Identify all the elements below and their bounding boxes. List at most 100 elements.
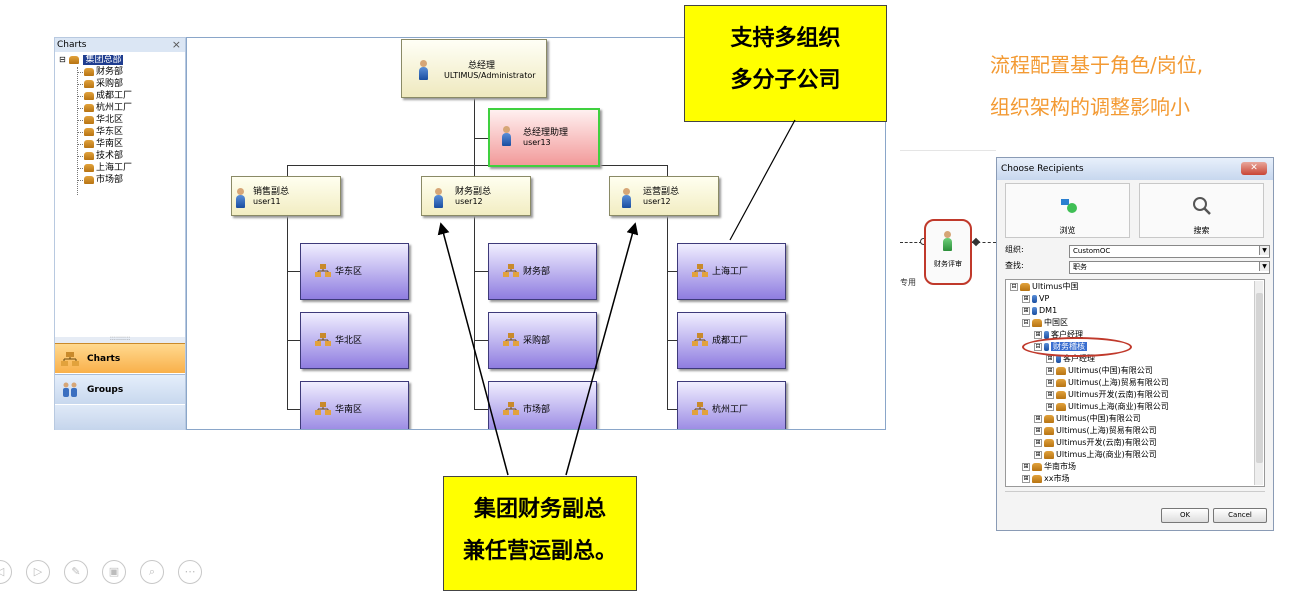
recipient-tree-item[interactable]: ⊟Ultimus中国 [1010,282,1078,292]
chevron-down-icon[interactable]: ▼ [1259,262,1269,271]
node-department[interactable]: 上海工厂 [677,243,786,300]
recipient-tree-label: Ultimus(中国)有限公司 [1068,366,1153,375]
tree-item[interactable]: 华北区 [84,115,123,125]
pen-icon[interactable]: ✎ [64,560,88,584]
node-department[interactable]: 成都工厂 [677,312,786,369]
node-vp-sales[interactable]: 销售副总 user11 [231,176,341,216]
nav-charts-button[interactable]: Charts [55,343,185,373]
org-icon [692,333,708,346]
expand-icon[interactable]: ⊞ [1046,390,1054,399]
org-icon [84,163,94,172]
search-button[interactable]: 搜索 [1139,183,1264,238]
expand-icon[interactable]: ⊞ [1034,426,1042,435]
tree-item[interactable]: 技术部 [84,151,123,161]
node-title: 华北区 [335,336,363,346]
org-icon [1056,366,1066,375]
recipient-tree-item[interactable]: ⊟中国区 [1022,318,1068,328]
node-department[interactable]: 杭州工厂 [677,381,786,429]
nav-groups-button[interactable]: Groups [55,374,185,404]
tree-item[interactable]: 财务部 [84,67,123,77]
recipient-tree-label: Ultimus开发(云南)有限公司 [1056,438,1157,447]
tree-item[interactable]: 采购部 [84,79,123,89]
expand-icon[interactable]: ⊞ [1022,306,1030,315]
tree-root[interactable]: ⊟ 集团总部 [59,55,124,65]
expand-icon[interactable]: ⊞ [1034,414,1042,423]
recipient-tree-item[interactable]: ⊞ Ultimus(中国)有限公司 [1046,366,1153,376]
org-select-value: CustomOC [1073,247,1111,255]
node-department[interactable]: 市场部 [488,381,597,429]
expand-icon[interactable]: ⊞ [1034,438,1042,447]
org-select[interactable]: CustomOC ▼ [1069,245,1270,258]
recipient-tree-label: Ultimus(中国)有限公司 [1056,414,1141,423]
org-icon [503,264,519,277]
recipient-tree-item[interactable]: ⊞ Ultimus开发(云南)有限公司 [1034,438,1157,448]
users-icon [63,382,77,397]
node-department[interactable]: 华东区 [300,243,409,300]
expand-icon[interactable]: ⊞ [1046,402,1054,411]
ok-button[interactable]: OK [1161,508,1209,523]
node-department[interactable]: 采购部 [488,312,597,369]
expand-icon[interactable]: ⊞ [1022,462,1030,471]
expand-icon[interactable]: ⊞ [1046,366,1054,375]
recipient-tree-item[interactable]: ⊞Ultimus(上海)贸易有限公司 [1034,426,1157,436]
recipient-tree-item[interactable]: ⊞华南市场 [1022,462,1076,472]
scrollbar[interactable] [1254,281,1263,485]
cancel-button[interactable]: Cancel [1213,508,1267,523]
recipient-tree-label: 客户经理 [1051,330,1083,339]
node-assistant[interactable]: 总经理助理 user13 [488,108,600,167]
close-icon[interactable]: ✕ [1241,162,1267,175]
zoom-icon[interactable]: ⌕ [140,560,164,584]
node-department[interactable]: 华南区 [300,381,409,429]
tree-item[interactable]: 市场部 [84,175,123,185]
recipient-tree-item[interactable]: ⊞Ultimus上海(商业)有限公司 [1046,402,1169,412]
org-icon [1044,426,1054,435]
collapse-icon[interactable]: ⊟ [59,55,66,64]
expand-icon[interactable]: ⊞ [1046,378,1054,387]
recipient-tree-item[interactable]: ⊞xx市场 [1022,474,1069,484]
expand-icon[interactable]: ⊞ [1034,450,1042,459]
node-title: 运营副总 [643,187,680,197]
node-ceo[interactable]: 总经理 ULTIMUS/Administrator [401,39,547,98]
workflow-step-finance-review[interactable]: 财务评审 [924,219,972,285]
expand-icon[interactable]: ⊞ [1022,294,1030,303]
chevron-down-icon[interactable]: ▼ [1259,246,1269,255]
more-icon[interactable]: ⋯ [178,560,202,584]
expand-icon[interactable]: ⊟ [1010,282,1018,291]
recipient-tree-item[interactable]: ⊞Ultimus上海(商业)有限公司 [1034,450,1157,460]
previous-icon[interactable]: ◁ [0,560,12,584]
person-icon [503,126,510,133]
tree-item[interactable]: 华东区 [84,127,123,137]
node-department[interactable]: 华北区 [300,312,409,369]
person-icon [1032,306,1037,315]
panel-splitter[interactable]: :::::::::: [55,336,185,343]
expand-icon[interactable]: ⊞ [1022,474,1030,483]
tree-item[interactable]: 上海工厂 [84,163,132,173]
recipient-tree-item[interactable]: ⊞VP [1022,294,1049,304]
tree-item[interactable]: 成都工厂 [84,91,132,101]
expand-icon[interactable]: ⊟ [1022,318,1030,327]
next-icon[interactable]: ▷ [26,560,50,584]
node-user: ULTIMUS/Administrator [444,71,536,80]
close-icon[interactable]: × [171,38,181,51]
recipient-tree-item[interactable]: ⊞Ultimus(上海)贸易有限公司 [1046,378,1169,388]
recipient-tree-item[interactable]: ⊞ 客户经理 [1034,330,1083,340]
node-vp-finance[interactable]: 财务副总 user12 [421,176,531,216]
dialog-title: Choose Recipients [997,158,1273,180]
recipient-tree-item[interactable]: ⊞ Ultimus(中国)有限公司 [1034,414,1141,424]
org-icon [503,333,519,346]
node-vp-operations[interactable]: 运营副总 user12 [609,176,719,216]
expand-icon[interactable]: ⊞ [1034,330,1042,339]
find-select[interactable]: 职务 ▼ [1069,261,1270,274]
node-title: 总经理 [468,61,496,71]
node-department[interactable]: 财务部 [488,243,597,300]
node-title: 财务副总 [455,187,492,197]
callout-line: 多分子公司 [730,68,841,93]
browse-button[interactable]: 浏览 [1005,183,1130,238]
node-user: user12 [643,197,671,206]
tree-item[interactable]: 华南区 [84,139,123,149]
slides-icon[interactable]: ▣ [102,560,126,584]
org-icon [1056,402,1066,411]
tree-item[interactable]: 杭州工厂 [84,103,132,113]
recipient-tree-item[interactable]: ⊞DM1 [1022,306,1057,316]
recipient-tree-item[interactable]: ⊞Ultimus开发(云南)有限公司 [1046,390,1169,400]
